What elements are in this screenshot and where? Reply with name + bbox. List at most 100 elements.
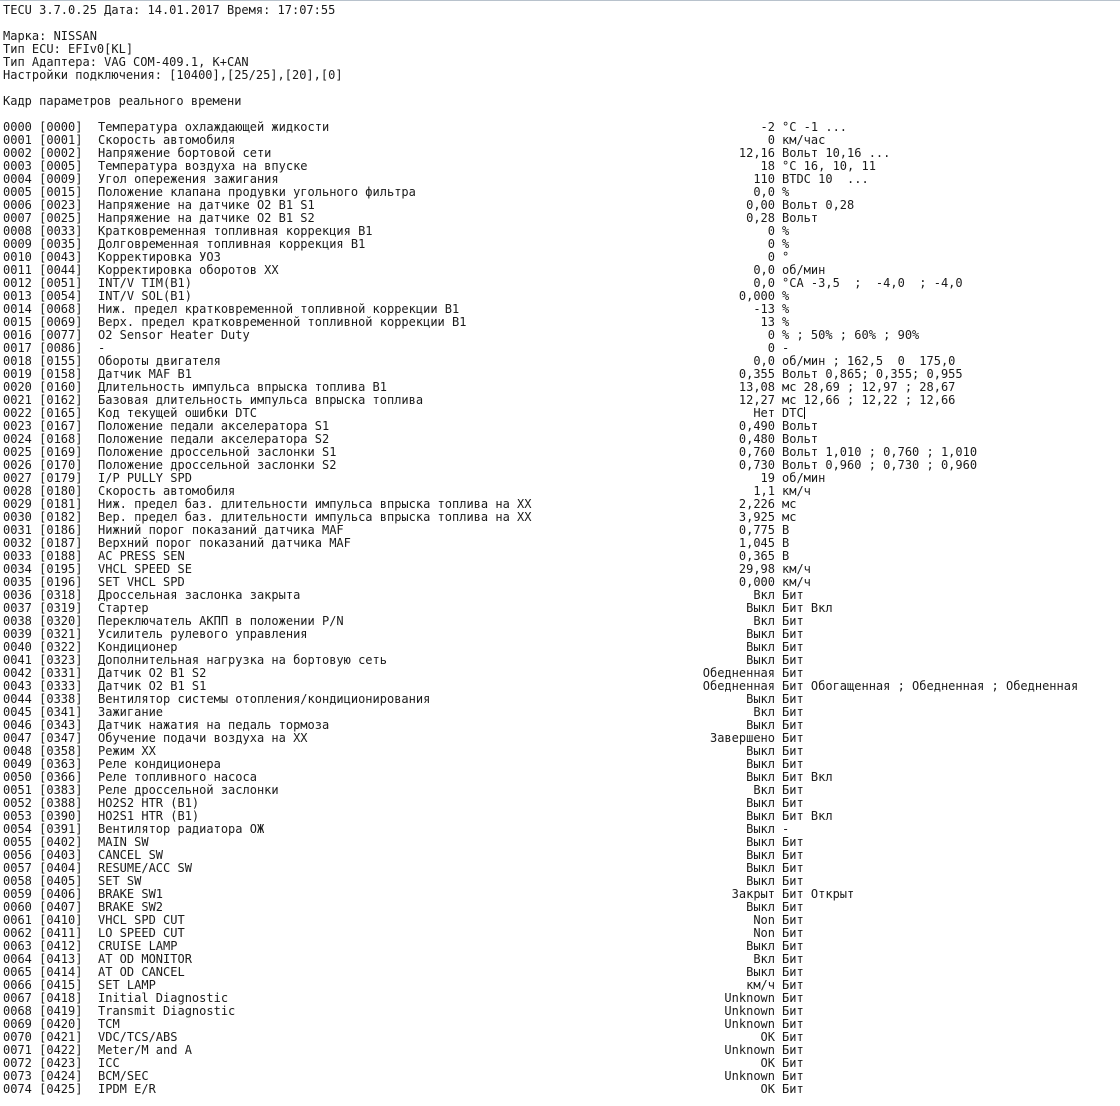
param-code: 0066 [0415]	[3, 978, 83, 992]
param-unit: об/мин	[782, 263, 826, 277]
param-value: 0,365	[738, 549, 775, 563]
list-item: 0041 [0323]Дополнительная нагрузка на бо…	[3, 654, 1120, 667]
param-code: 0025 [0169]	[3, 445, 83, 459]
param-value: Выкл	[746, 744, 775, 758]
param-unit-wrap: Бит	[782, 1031, 804, 1044]
param-name: Реле дроссельной заслонки	[98, 783, 279, 797]
header-line-adapter: Тип Адаптера: VAG COM-409.1, K+CAN	[3, 55, 249, 69]
param-value: 0,490	[738, 419, 775, 433]
param-value: 2,226	[738, 497, 775, 511]
param-code: 0051 [0383]	[3, 783, 83, 797]
param-unit-wrap: км/час	[782, 134, 825, 147]
param-unit-wrap: Бит	[782, 706, 804, 719]
parameter-list: 0000 [0000]Температура охлаждающей жидко…	[3, 121, 1120, 1096]
param-value: Unknown	[724, 1004, 775, 1018]
param-code: 0021 [0162]	[3, 393, 83, 407]
param-code: 0049 [0363]	[3, 757, 83, 771]
param-value: 0,0	[753, 263, 775, 277]
param-unit-wrap: мс	[782, 498, 796, 511]
param-unit-wrap: Бит	[782, 836, 804, 849]
param-code: 0064 [0413]	[3, 952, 83, 966]
param-unit-wrap: -	[782, 342, 789, 355]
param-value: Выкл	[746, 848, 775, 862]
param-code: 0011 [0044]	[3, 263, 83, 277]
param-unit-wrap: мс 28,69 ; 12,97 ; 28,67	[782, 381, 955, 394]
param-unit-wrap: Бит	[782, 693, 804, 706]
param-code: 0060 [0407]	[3, 900, 83, 914]
param-code: 0026 [0170]	[3, 458, 83, 472]
param-name: I/P PULLY SPD	[98, 471, 192, 485]
window-top-border	[0, 0, 1120, 1]
param-code: 0056 [0403]	[3, 848, 83, 862]
param-code: 0007 [0025]	[3, 211, 83, 225]
param-unit: Бит	[782, 939, 804, 953]
list-item: 0039 [0321]Усилитель рулевого управления…	[3, 628, 1120, 641]
param-unit: Бит	[782, 874, 804, 888]
param-name: Вентилятор системы отопления/кондиционир…	[98, 692, 431, 706]
param-name: Обучение подачи воздуха на ХХ	[98, 731, 308, 745]
param-unit: Бит	[782, 952, 804, 966]
param-code: 0070 [0421]	[3, 1030, 83, 1044]
param-unit-wrap: Вольт	[782, 433, 818, 446]
param-unit-wrap: °C 16, 10, 11	[782, 160, 876, 173]
param-code: 0047 [0347]	[3, 731, 83, 745]
param-unit: Бит	[782, 1069, 804, 1083]
param-name: Напряжение на датчике O2 B1 S1	[98, 198, 315, 212]
param-name: INT/V TIM(B1)	[98, 276, 192, 290]
param-value: Завершено	[709, 731, 775, 745]
param-code: 0012 [0051]	[3, 276, 83, 290]
param-unit: Бит	[782, 731, 804, 745]
param-value: Unknown	[724, 1043, 775, 1057]
blank-line	[3, 17, 1120, 30]
param-code: 0065 [0414]	[3, 965, 83, 979]
param-unit: Вольт 0,865; 0,355; 0,955	[782, 367, 963, 381]
param-unit-wrap: об/мин ; 162,5 0 175,0	[782, 355, 955, 368]
param-code: 0034 [0195]	[3, 562, 83, 576]
param-code: 0069 [0420]	[3, 1017, 83, 1031]
param-name: Зажигание	[98, 705, 164, 719]
param-code: 0022 [0165]	[3, 406, 83, 420]
param-name: CANCEL SW	[98, 848, 164, 862]
param-value: Выкл	[746, 965, 775, 979]
param-unit: %	[782, 237, 790, 251]
param-unit: В	[782, 549, 790, 563]
param-unit-wrap: Бит	[782, 849, 804, 862]
param-unit-wrap: Бит	[782, 589, 804, 602]
param-value: 1,045	[738, 536, 775, 550]
param-unit: DTC	[782, 406, 804, 420]
param-unit-wrap: Бит	[782, 628, 804, 641]
param-name: Ниж. предел баз. длительности импульса в…	[98, 497, 532, 511]
list-item: 0024 [0168]Положение педали акселератора…	[3, 433, 1120, 446]
param-unit-wrap: BTDC 10 ...	[782, 173, 869, 186]
param-code: 0068 [0419]	[3, 1004, 83, 1018]
param-value: Unknown	[724, 1069, 775, 1083]
param-name: Дроссельная заслонка закрыта	[98, 588, 301, 602]
param-unit-wrap: Бит	[782, 1057, 804, 1070]
param-unit-wrap: %	[782, 290, 789, 303]
list-item: 0017 [0086]-0-	[3, 342, 1120, 355]
param-value: Обедненная	[702, 666, 775, 680]
param-code: 0059 [0406]	[3, 887, 83, 901]
param-unit-wrap: °C -1 ...	[782, 121, 847, 134]
param-name: Длительность импульса впрыска топлива B1	[98, 380, 387, 394]
text-document[interactable]: TECU 3.7.0.25 Дата: 14.01.2017 Время: 17…	[3, 4, 1120, 1096]
param-name: Стартер	[98, 601, 149, 615]
param-unit: Вольт	[782, 432, 819, 446]
param-value: 0,775	[738, 523, 775, 537]
param-name: Реле кондиционера	[98, 757, 221, 771]
